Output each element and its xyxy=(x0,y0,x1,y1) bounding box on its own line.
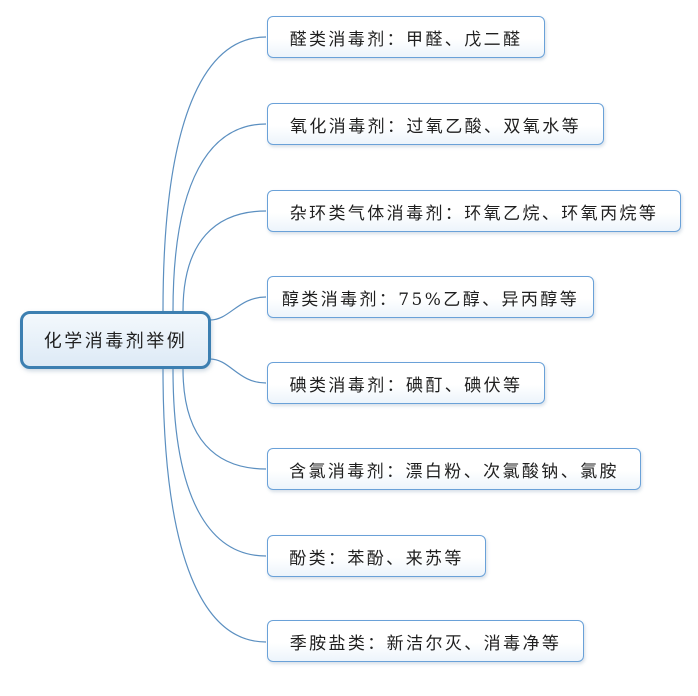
branch-node-label: 醛类消毒剂：甲醛、戊二醛 xyxy=(289,29,523,50)
branch-node-label: 酚类：苯酚、来苏等 xyxy=(289,548,464,569)
root-node-label: 化学消毒剂举例 xyxy=(43,331,188,352)
branch-node-iodine[interactable]: 碘类消毒剂：碘酊、碘伏等 xyxy=(267,362,545,404)
connector-branch-phenol xyxy=(172,368,267,557)
connector-branch-alcohol xyxy=(209,296,267,321)
branch-node-label: 含氯消毒剂：漂白粉、次氯酸钠、氯胺 xyxy=(289,461,619,482)
branch-node-heterocyclic-gas[interactable]: 杂环类气体消毒剂：环氧乙烷、环氧丙烷等 xyxy=(267,190,681,232)
connector-branch-quaternary-ammonium xyxy=(162,368,267,643)
connector-branch-iodine xyxy=(209,358,267,384)
connector-branch-heterocyclic-gas xyxy=(182,210,267,312)
branch-node-quaternary-ammonium[interactable]: 季胺盐类：新洁尔灭、消毒净等 xyxy=(267,620,584,662)
branch-node-label: 杂环类气体消毒剂：环氧乙烷、环氧丙烷等 xyxy=(289,203,659,224)
connector-branch-oxidizing xyxy=(172,123,267,312)
root-node-chemical-disinfectants[interactable]: 化学消毒剂举例 xyxy=(20,311,211,369)
branch-node-phenol[interactable]: 酚类：苯酚、来苏等 xyxy=(267,535,486,577)
connector-branch-aldehyde xyxy=(162,36,267,312)
branch-node-aldehyde[interactable]: 醛类消毒剂：甲醛、戊二醛 xyxy=(267,16,545,58)
branch-node-label: 氧化消毒剂：过氧乙酸、双氧水等 xyxy=(290,116,581,137)
branch-node-label: 季胺盐类：新洁尔灭、消毒净等 xyxy=(289,633,562,654)
branch-node-chlorine[interactable]: 含氯消毒剂：漂白粉、次氯酸钠、氯胺 xyxy=(267,448,641,490)
branch-node-label: 碘类消毒剂：碘酊、碘伏等 xyxy=(289,375,523,396)
branch-node-label: 醇类消毒剂：75%乙醇、异丙醇等 xyxy=(281,289,580,310)
branch-node-alcohol[interactable]: 醇类消毒剂：75%乙醇、异丙醇等 xyxy=(267,276,594,318)
connector-branch-chlorine xyxy=(182,368,267,470)
branch-node-oxidizing[interactable]: 氧化消毒剂：过氧乙酸、双氧水等 xyxy=(267,103,604,145)
